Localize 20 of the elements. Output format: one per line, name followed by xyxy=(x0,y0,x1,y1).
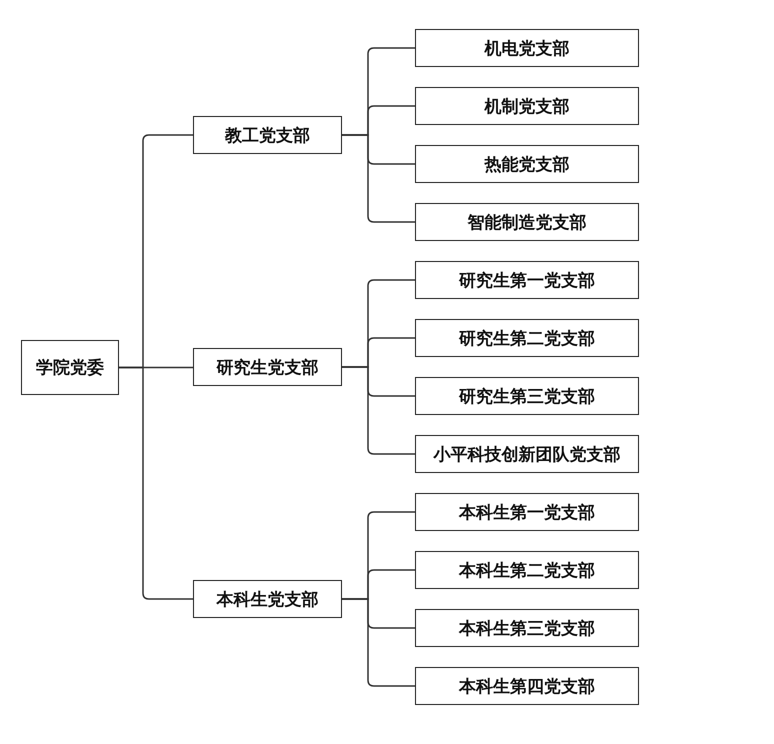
org-box: 研究生第一党支部 xyxy=(415,261,639,299)
org-box: 本科生第一党支部 xyxy=(415,493,639,531)
org-box: 小平科技创新团队党支部 xyxy=(415,435,639,473)
org-box: 本科生党支部 xyxy=(193,580,342,618)
org-box: 热能党支部 xyxy=(415,145,639,183)
connector-line xyxy=(119,366,193,600)
org-box: 学院党委 xyxy=(21,340,119,395)
org-box: 智能制造党支部 xyxy=(415,203,639,241)
org-box: 本科生第四党支部 xyxy=(415,667,639,705)
connector-line xyxy=(342,598,415,687)
org-box: 本科生第二党支部 xyxy=(415,551,639,589)
org-box: 机制党支部 xyxy=(415,87,639,125)
org-box: 教工党支部 xyxy=(193,116,342,154)
org-box: 研究生第二党支部 xyxy=(415,319,639,357)
org-box: 研究生第三党支部 xyxy=(415,377,639,415)
org-box: 本科生第三党支部 xyxy=(415,609,639,647)
org-box: 研究生党支部 xyxy=(193,348,342,386)
connector-line xyxy=(342,366,415,455)
org-box: 机电党支部 xyxy=(415,29,639,67)
connector-line xyxy=(342,134,415,223)
